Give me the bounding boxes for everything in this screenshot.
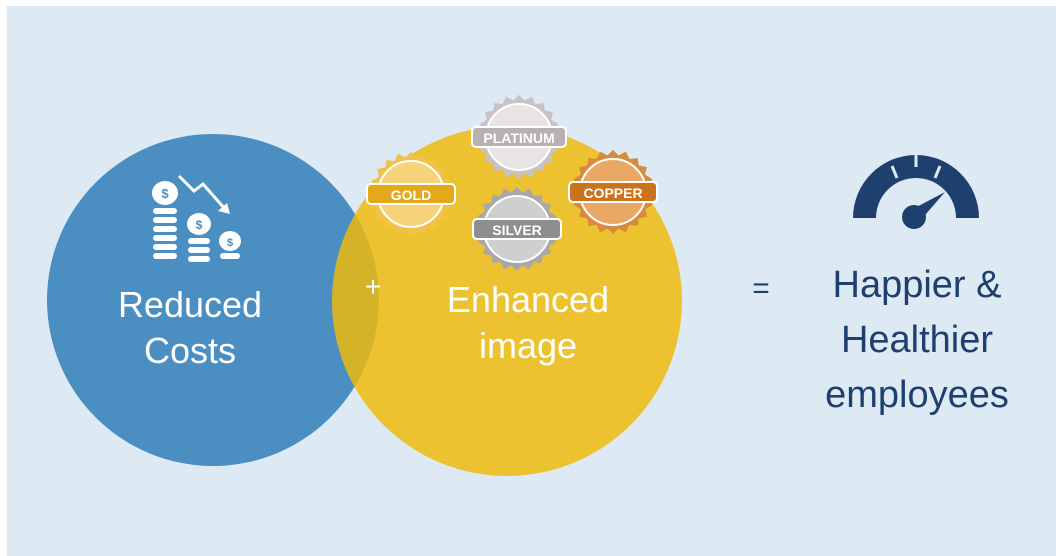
equals-sign: = <box>752 272 770 305</box>
enhanced-image-line2: image <box>479 325 577 366</box>
svg-text:$: $ <box>196 218 203 232</box>
silver-badge: SILVER <box>472 186 562 272</box>
reduced-costs-line1: Reduced <box>118 284 262 325</box>
platinum-label: PLATINUM <box>483 130 554 146</box>
enhanced-image-line1: Enhanced <box>447 279 609 320</box>
result-line3: employees <box>825 374 1009 416</box>
plus-sign: + <box>365 271 381 302</box>
svg-text:$: $ <box>161 186 169 201</box>
wellbeing-gauge-icon <box>853 153 979 229</box>
svg-text:$: $ <box>227 237 233 249</box>
reduced-costs-circle <box>47 134 379 466</box>
silver-label: SILVER <box>492 222 542 238</box>
copper-label: COPPER <box>583 185 642 201</box>
slide-canvas: $ $ $ Reduced Costs + Enhanced image <box>7 6 1056 556</box>
gold-badge: GOLD <box>366 151 456 237</box>
gold-label: GOLD <box>391 187 431 203</box>
reduced-costs-line2: Costs <box>144 330 236 371</box>
platinum-badge: PLATINUM <box>471 94 567 180</box>
coins-down-icon: $ $ $ <box>152 174 241 262</box>
result-line2: Healthier <box>841 319 993 361</box>
copper-badge: COPPER <box>568 149 658 235</box>
result-line1: Happier & <box>833 264 1002 306</box>
